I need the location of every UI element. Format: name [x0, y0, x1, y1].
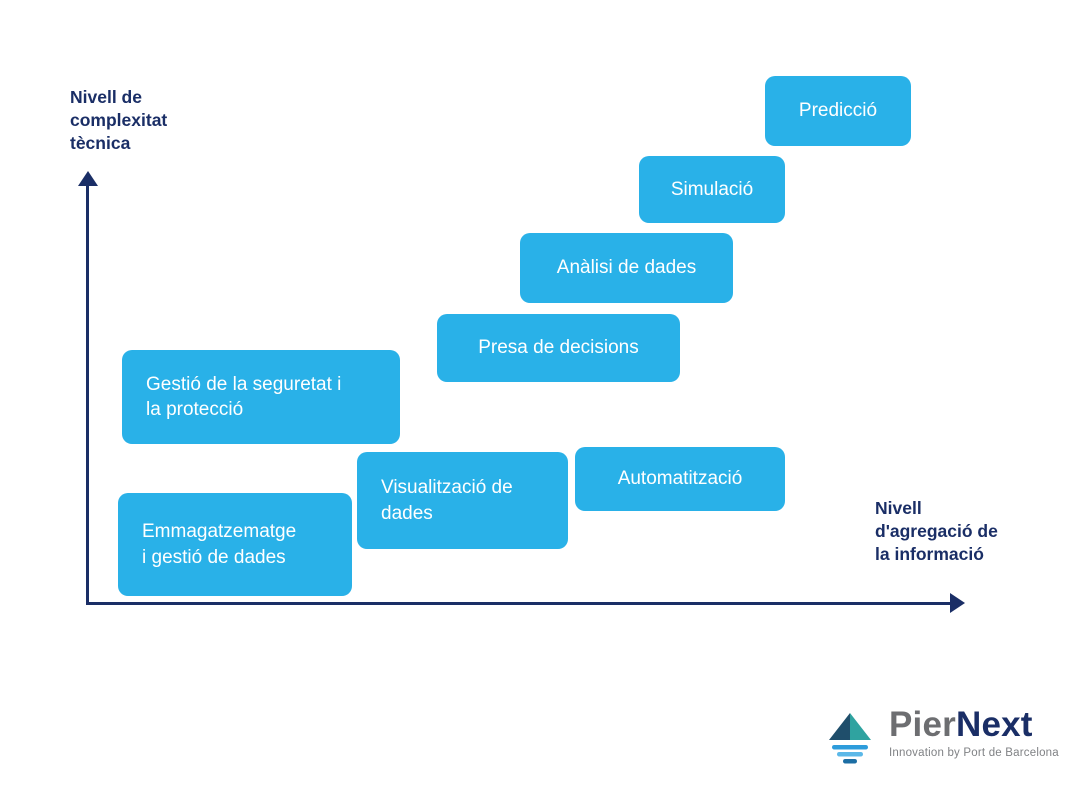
x-axis-line: [87, 602, 951, 605]
piernext-logo-icon: [829, 713, 871, 764]
piernext-logo-text: PierNext Innovation by Port de Barcelona: [889, 705, 1059, 759]
brand-pier: Pier: [889, 705, 956, 744]
stage-box-prediccio: Predicció: [765, 76, 911, 146]
y-axis-label: Nivell de complexitat tècnica: [70, 87, 168, 154]
stage-box-presa-de-decisions: Presa de decisions: [437, 314, 680, 382]
stage-box-visualitzacio-de-dades: Visualització de dades: [357, 452, 568, 549]
stage-box-automatitzacio: Automatització: [575, 447, 785, 511]
y-axis-arrowhead-icon: [78, 171, 98, 186]
y-axis-line: [86, 185, 89, 605]
stage-box-gestio-seguretat: Gestió de la seguretat i la protecció: [122, 350, 400, 444]
stage-box-emmagatzematge: Emmagatzematge i gestió de dades: [118, 493, 352, 596]
x-axis-arrowhead-icon: [950, 593, 965, 613]
brand-wordmark: PierNext: [889, 705, 1059, 745]
x-axis-label: Nivell d'agregació de la informació: [875, 498, 998, 565]
stage-box-analisi-de-dades: Anàlisi de dades: [520, 233, 733, 303]
brand-next: Next: [955, 705, 1033, 744]
brand-tagline: Innovation by Port de Barcelona: [889, 746, 1059, 759]
piernext-logo: PierNext Innovation by Port de Barcelona: [827, 705, 1059, 766]
stage-box-simulacio: Simulació: [639, 156, 785, 223]
